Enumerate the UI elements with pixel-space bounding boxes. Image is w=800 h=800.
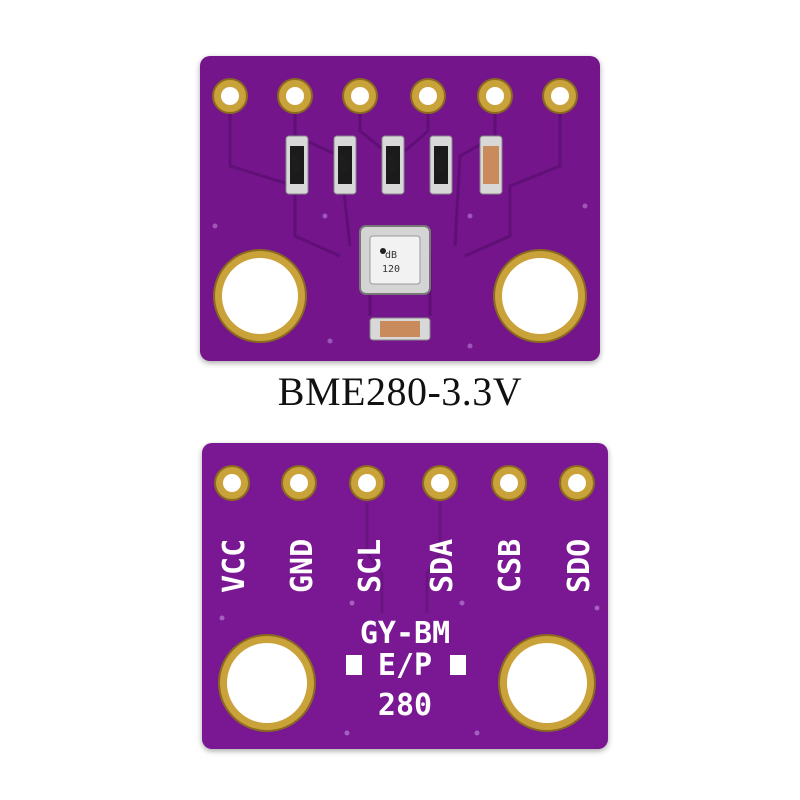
silk-line2: E/P <box>378 648 432 683</box>
silk-line3: 280 <box>378 688 432 723</box>
silk-line1: GY-BM <box>360 616 450 651</box>
resistor-code-3: 103 <box>386 154 397 172</box>
pin-label-csb: CSB <box>493 539 528 593</box>
resistor-code-2: 103 <box>338 154 349 172</box>
pin-labels: VCC GND SCL SDA CSB SDO <box>217 539 597 593</box>
pin-label-scl: SCL <box>353 539 388 593</box>
mounting-holes-bottom <box>218 634 596 732</box>
silk-square-right <box>450 655 466 675</box>
bme280-sensor-chip <box>359 225 431 295</box>
bottom-capacitor <box>369 317 431 341</box>
top-pcb-artwork <box>212 78 588 349</box>
header-pads-bottom <box>214 465 595 501</box>
header-pads <box>212 78 578 114</box>
board-caption: BME280-3.3V <box>277 369 523 414</box>
pin-label-sda: SDA <box>425 539 460 593</box>
resistor-code-1: 103 <box>290 154 301 172</box>
resistor-code-4: 103 <box>434 154 445 172</box>
mounting-holes <box>213 249 587 343</box>
resistors <box>285 135 503 195</box>
silk-square-left <box>346 655 362 675</box>
bottom-pcb-board: VCC GND SCL SDA CSB SDO GY-BM E/P 280 <box>202 443 608 749</box>
sensor-marking-1: dB <box>385 250 398 261</box>
bottom-pcb-artwork: VCC GND SCL SDA CSB SDO GY-BM E/P 280 <box>214 465 600 736</box>
sensor-marking-2: 120 <box>382 264 401 275</box>
pin-label-vcc: VCC <box>217 539 252 593</box>
pin-label-sdo: SDO <box>562 539 597 593</box>
top-pcb-board: 103 103 103 103 dB 120 <box>200 56 600 361</box>
pin-label-gnd: GND <box>285 539 320 593</box>
